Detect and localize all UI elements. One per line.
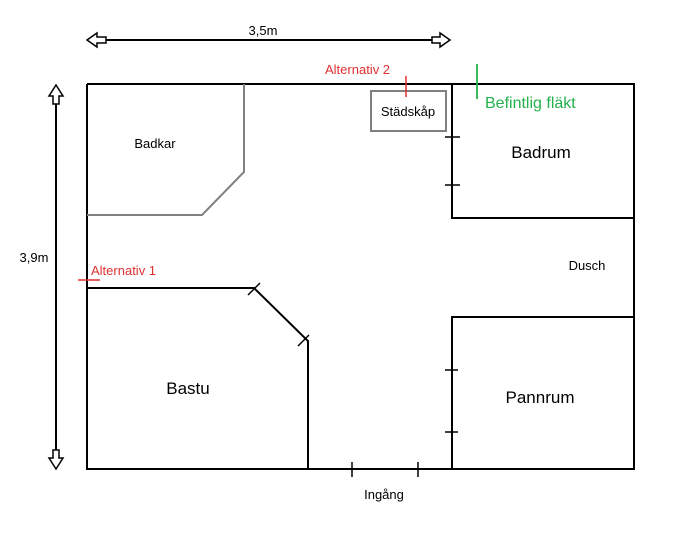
dusch-label: Dusch — [569, 258, 606, 273]
height-label: 3,9m — [20, 250, 49, 265]
walls — [86, 83, 635, 470]
door-marks — [247, 136, 460, 477]
width-dimension-arrow — [85, 31, 452, 49]
alternativ-2-label: Alternativ 2 — [325, 62, 390, 77]
bathtub-outline — [87, 84, 245, 216]
alternativ-1-label: Alternativ 1 — [91, 263, 156, 278]
pannrum-label: Pannrum — [506, 388, 575, 407]
cleaning-closet — [370, 90, 447, 132]
badrum-label: Badrum — [511, 143, 571, 162]
entrance-label: Ingång — [364, 487, 404, 502]
width-label: 3,5m — [249, 23, 278, 38]
stadskap-label: Städskåp — [381, 104, 435, 119]
height-dimension-arrow — [47, 83, 65, 471]
badkar-label: Badkar — [134, 136, 176, 151]
befintlig-flakt-label: Befintlig fläkt — [485, 95, 576, 112]
bastu-label: Bastu — [166, 379, 209, 398]
